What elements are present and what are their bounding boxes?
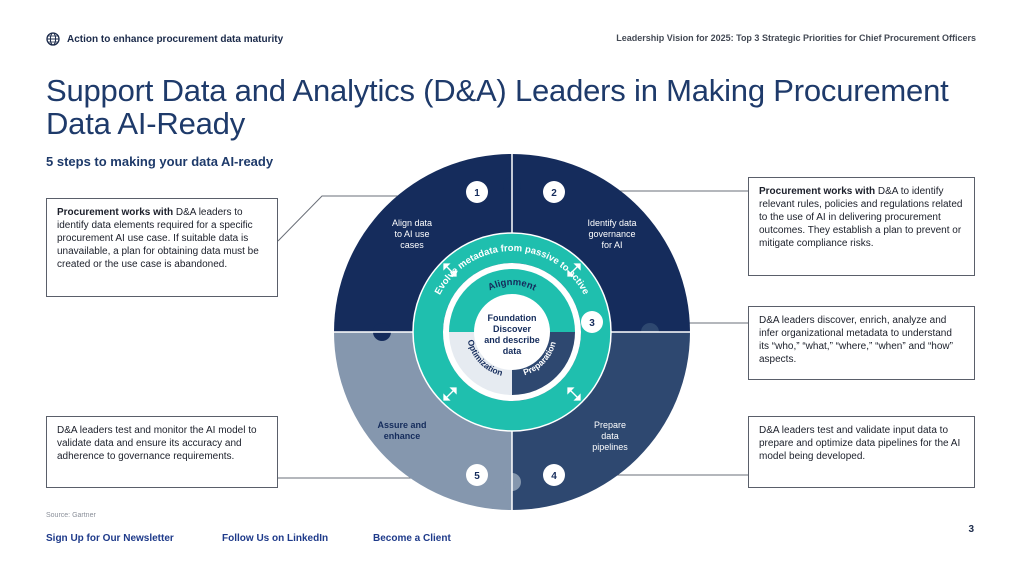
svg-text:for AI: for AI	[601, 240, 622, 250]
svg-text:governance: governance	[588, 229, 635, 239]
alignment-label: Alignment	[486, 277, 538, 294]
svg-text:data: data	[503, 346, 523, 356]
foundation-core	[474, 294, 550, 370]
svg-text:1: 1	[474, 188, 480, 199]
svg-text:3: 3	[589, 318, 595, 329]
step-3-badge: 3	[581, 311, 603, 333]
newsletter-link[interactable]: Sign Up for Our Newsletter	[46, 533, 174, 544]
svg-text:Identify data: Identify data	[587, 218, 636, 228]
svg-text:cases: cases	[400, 240, 424, 250]
svg-text:5: 5	[474, 471, 480, 482]
source-note: Source: Gartner	[46, 512, 96, 519]
callout-step-5: D&A leaders test and monitor the AI mode…	[46, 416, 278, 488]
svg-text:data: data	[601, 431, 619, 441]
step-5-label: Assure and enhance	[377, 420, 426, 441]
step-4-badge: 4	[543, 464, 565, 486]
svg-text:2: 2	[551, 188, 557, 199]
callout-step-2: Procurement works with D&A to identify r…	[748, 177, 975, 276]
svg-text:to AI use: to AI use	[394, 229, 429, 239]
svg-text:4: 4	[551, 471, 557, 482]
page-number: 3	[968, 524, 974, 535]
step-1-badge: 1	[466, 181, 488, 203]
step-2-badge: 2	[543, 181, 565, 203]
section-header: Action to enhance procurement data matur…	[46, 32, 283, 46]
globe-icon	[46, 32, 60, 46]
page-title: Support Data and Analytics (D&A) Leaders…	[46, 73, 949, 141]
svg-text:Discover: Discover	[493, 324, 532, 334]
linkedin-link[interactable]: Follow Us on LinkedIn	[222, 533, 329, 544]
svg-text:Align data: Align data	[392, 218, 432, 228]
step-5-badge: 5	[466, 464, 488, 486]
center-label: Foundation Discover and describe data	[484, 313, 540, 356]
step-1-label: Align data to AI use cases	[392, 218, 432, 250]
callout-step-3: D&A leaders discover, enrich, analyze an…	[748, 306, 975, 380]
svg-text:and describe: and describe	[484, 335, 540, 345]
callout-step-1: Procurement works with D&A leaders to id…	[46, 198, 278, 297]
section-header-text: Action to enhance procurement data matur…	[67, 33, 284, 45]
ring-arrows	[443, 263, 581, 401]
svg-text:Prepare: Prepare	[594, 420, 626, 430]
become-client-link[interactable]: Become a Client	[373, 533, 451, 544]
report-title: Leadership Vision for 2025: Top 3 Strate…	[616, 33, 976, 43]
step-2-label: Identify data governance for AI	[587, 218, 636, 250]
svg-text:Foundation: Foundation	[488, 313, 537, 323]
callout-step-4: D&A leaders test and validate input data…	[748, 416, 975, 488]
svg-text:Assure and: Assure and	[377, 420, 426, 430]
page-subtitle: 5 steps to making your data AI-ready	[46, 154, 274, 169]
svg-text:enhance: enhance	[384, 431, 421, 441]
svg-text:pipelines: pipelines	[592, 442, 628, 452]
step-4-label: Prepare data pipelines	[592, 420, 628, 452]
